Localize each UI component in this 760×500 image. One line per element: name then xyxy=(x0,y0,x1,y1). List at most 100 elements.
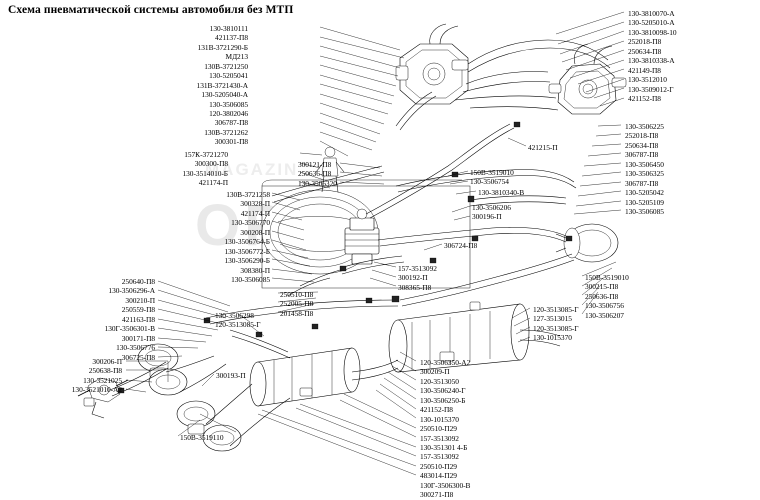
part-label: 130-3506250-Б xyxy=(420,395,466,405)
part-label: 130-1015370 xyxy=(420,414,459,424)
part-label: 300121-П8 xyxy=(298,160,332,169)
part-label: 306724-П8 xyxy=(444,241,478,250)
part-label: 130-3506772-Б xyxy=(224,246,271,256)
part-label: 306725-П8 xyxy=(121,352,155,362)
part-label: 130-5205042 xyxy=(625,188,664,198)
part-label: 130-3521025 xyxy=(83,375,122,385)
part-label: 250559-П8 xyxy=(121,305,155,315)
part-label: 306787-П8 xyxy=(625,178,659,188)
cab-outline xyxy=(261,179,471,289)
part-label: 250634-П8 xyxy=(625,140,659,150)
part-label: 130-3506085 xyxy=(231,274,270,284)
label-group-right-top-small: 421215-П xyxy=(528,143,598,152)
part-label: 421152-П8 xyxy=(628,93,661,103)
part-label: 252018-П8 xyxy=(625,131,659,141)
part-label: 252018-П8 xyxy=(628,37,662,47)
part-label: 308380-П xyxy=(240,265,270,275)
part-label: 300271-П8 xyxy=(420,490,454,500)
part-label: 131В-3721430-А xyxy=(196,80,249,90)
leaders-left-mid xyxy=(271,192,315,283)
part-label: 120-3513085-Г xyxy=(533,305,579,314)
part-label: 130-351301 4-Б xyxy=(420,442,468,452)
part-label: 250510-П29 xyxy=(420,461,457,471)
part-label: 130-3512010 xyxy=(628,75,667,85)
part-label: 130-3509012-Г xyxy=(628,84,674,94)
part-label: 150В-3519010 xyxy=(585,273,629,282)
part-label: 300301-П8 xyxy=(214,137,248,147)
label-group-center-right-one: 130-3810340-В xyxy=(478,188,568,197)
part-label: 130В-3721262 xyxy=(204,127,248,137)
leaders-left-bottom xyxy=(125,360,237,433)
leaders-bottom-right xyxy=(257,351,417,476)
part-label: 130-3506776 xyxy=(116,343,155,353)
part-label: 300171-П8 xyxy=(121,333,155,343)
part-label: 130Г-3506301-В xyxy=(104,324,155,334)
part-label: 250636-П8 xyxy=(298,169,332,179)
part-label: 421149-П8 xyxy=(628,65,661,75)
part-label: 130-3810070-А xyxy=(628,9,675,18)
part-label: 157К-3721270 xyxy=(184,150,228,159)
leaders-right-mid xyxy=(573,124,622,215)
part-label: 250634-П8 xyxy=(628,46,662,56)
part-label: 157-3513092 xyxy=(420,452,459,462)
part-label: 130Г-3506300-В xyxy=(420,480,471,490)
part-label: 130-3514010-Б xyxy=(182,168,229,178)
part-label: 120-3513050 xyxy=(420,376,459,386)
part-label: 201458-П8 xyxy=(280,308,314,318)
part-label: 421215-П xyxy=(528,143,558,152)
part-label: 130В-3721258 xyxy=(226,190,270,199)
part-label: 300209-П xyxy=(420,367,450,377)
part-label: 130-3506450 xyxy=(625,159,664,169)
part-label: 120-3802046 xyxy=(209,108,248,118)
part-label: МД213 xyxy=(225,52,249,62)
part-label: 300208-П xyxy=(240,227,270,237)
part-label: 250640-П8 xyxy=(121,277,155,286)
part-label: 130-3506296-А xyxy=(108,286,155,296)
part-label: 130В-3721250 xyxy=(204,61,248,71)
leaders-left-upper xyxy=(299,152,331,189)
part-label: 130-3506320 xyxy=(298,178,337,188)
part-label: 300206-П xyxy=(92,357,122,366)
part-label: 131В-3721290-Б xyxy=(197,42,248,52)
part-label: 130-3506085 xyxy=(209,99,248,109)
part-label: 130-3506207 xyxy=(585,310,624,320)
part-label: 250510-П8 xyxy=(280,290,314,299)
part-label: 130-3810338-А xyxy=(628,56,675,66)
part-label: 150В-3519010 xyxy=(470,168,514,177)
label-group-bottom-left-single: 150В-3519110 xyxy=(180,433,270,442)
part-label: 130-3506754 xyxy=(470,177,509,187)
page-title: Схема пневматической системы автомобиля … xyxy=(8,4,294,16)
brake-chamber-bottom-b xyxy=(176,400,216,435)
driver-figure xyxy=(315,146,345,193)
part-label: 130-3506756 xyxy=(585,301,624,311)
part-label: 157-3513092 xyxy=(420,433,459,443)
part-label: 120-3513085-Г xyxy=(533,323,579,333)
part-label: 421174-П xyxy=(198,178,228,188)
part-label: 300300-П8 xyxy=(194,159,228,169)
leaders-right-top xyxy=(555,11,625,107)
part-label: 130-3810098-10 xyxy=(628,27,677,37)
svg-text:MAGAZIN: MAGAZIN xyxy=(205,160,298,179)
part-label: 483014-П29 xyxy=(420,471,457,481)
part-label: 250636-П8 xyxy=(585,291,619,301)
part-label: 421174-П xyxy=(240,208,270,218)
part-label: 130-3506225 xyxy=(625,122,664,131)
leaders-right-of-tank xyxy=(511,307,531,343)
part-label: 120-3506350-А2 xyxy=(420,358,471,367)
leaders-center xyxy=(177,137,527,437)
part-label: 300210-П xyxy=(125,295,155,305)
part-label: 130-5205109 xyxy=(625,197,664,207)
